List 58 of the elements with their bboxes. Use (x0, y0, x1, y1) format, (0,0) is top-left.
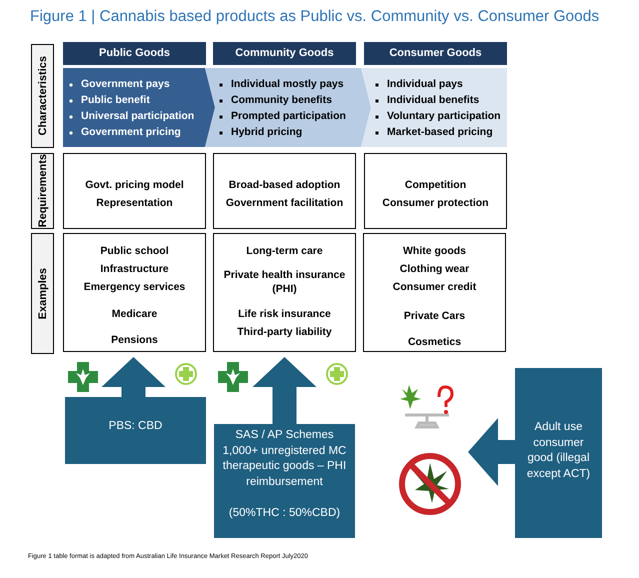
cell-text: Clothing wear (398, 262, 470, 276)
table-cell (213, 233, 356, 352)
cell-text: Cosmetics (406, 334, 462, 349)
block-arrow (252, 357, 316, 424)
cell-text: Govt. pricing model (84, 178, 185, 192)
callout-box (65, 397, 206, 464)
list-item: Voluntary participation (387, 110, 502, 122)
list-item: Community benefits (231, 94, 333, 106)
table-cell (63, 153, 206, 229)
cell-text: White goods (402, 244, 467, 258)
callout-text: PBS: CBD (108, 419, 164, 434)
table-cell (363, 233, 506, 352)
chevron-band (205, 68, 371, 147)
cell-text: Third-party liability (236, 324, 333, 339)
list-item: Prompted participation (231, 110, 347, 122)
callout-text: SAS / AP Schemes 1,000+ unregistered MC therapeutic goods – PHI reimbursement (222, 428, 348, 490)
row-header: Characteristics (31, 44, 54, 148)
list-item: Individual benefits (387, 94, 480, 106)
cell-text: Life risk insurance (237, 306, 332, 321)
cell-text: Consumer protection (381, 196, 490, 210)
cell-text: Government facilitation (224, 196, 344, 210)
list-item: Market-based pricing (387, 126, 494, 138)
cell-text: Public school (99, 244, 170, 258)
list-item: Individual mostly pays (231, 78, 345, 90)
table-cell (63, 233, 206, 352)
list-item: Hybrid pricing (231, 126, 304, 138)
figure-title: Figure 1 | Cannabis based products as Public vs. Community vs. Consumer Goods (30, 8, 600, 26)
column-header: Consumer Goods (364, 42, 507, 65)
cell-text: Long-term care (245, 244, 324, 258)
cell-text: Medicare (110, 306, 158, 321)
cell-text: Pensions (110, 332, 159, 347)
cell-text: Representation (95, 196, 174, 210)
callout-box (515, 368, 602, 538)
row-header: Examples (31, 233, 54, 354)
column-header: Community Goods (213, 42, 356, 65)
callout-box (214, 424, 355, 538)
cell-text: Broad-based adoption (228, 178, 342, 192)
table-cell (364, 153, 507, 229)
list-item: Government pays (81, 78, 171, 90)
callout-text: Adult use consumer good (illegal except ACT) (526, 420, 592, 482)
cell-text: Infrastructure (99, 262, 170, 276)
cell-text: Consumer credit (392, 280, 478, 295)
chevron-band (361, 68, 507, 147)
list-item: Universal participation (81, 110, 196, 122)
chevron-band (63, 68, 215, 147)
callout-text: (50%THC : 50%CBD) (228, 506, 342, 522)
table-cell (213, 153, 356, 229)
list-item: Public benefit (81, 94, 151, 106)
row-header: Requirements (31, 153, 54, 229)
list-item: Individual pays (387, 78, 464, 90)
block-arrow (468, 418, 515, 486)
block-arrow (102, 357, 166, 397)
list-item: Government pricing (81, 126, 182, 138)
column-header: Public Goods (63, 42, 206, 65)
cell-text: Private Cars (402, 308, 466, 323)
cell-text: Emergency services (82, 280, 186, 295)
cell-text: Competition (404, 178, 468, 192)
cell-text: Private health insurance (PHI) (222, 268, 346, 297)
